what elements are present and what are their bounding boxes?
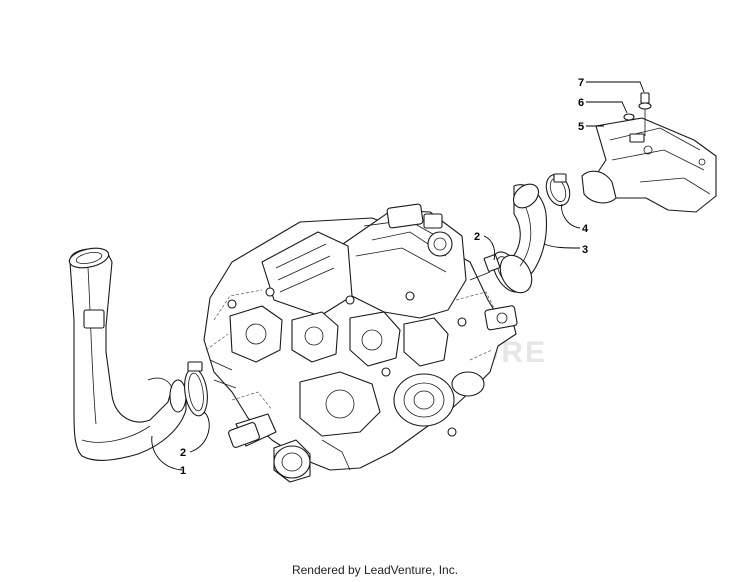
callout-1: 1 [180, 465, 186, 477]
callout-5: 5 [578, 121, 584, 133]
part-7-bolt [638, 92, 652, 136]
leader-1 [151, 435, 183, 471]
part-2-hose-clamp-lower [184, 361, 208, 417]
part-6-washer [623, 113, 635, 121]
leader-2-upper [483, 235, 496, 261]
part-1-intake-duct [68, 247, 187, 462]
footer-credit: Rendered by LeadVenture, Inc. [291, 563, 459, 577]
leader-4 [561, 203, 581, 229]
callout-6: 6 [578, 97, 584, 109]
part-3-intake-boot [499, 183, 548, 294]
leader-6 [586, 101, 628, 114]
engine-assembly [203, 203, 518, 483]
leader-lines [151, 81, 645, 471]
callout-7: 7 [578, 77, 584, 89]
callout-3: 3 [582, 244, 588, 256]
callout-2-lower: 2 [180, 447, 186, 459]
part-4-hose-clamp [545, 173, 571, 207]
leader-7 [586, 81, 645, 93]
leader-2-lower [189, 411, 210, 453]
part-5-air-box [581, 117, 717, 213]
callout-labels: 1 2 2 3 4 5 6 7 [180, 77, 589, 477]
callout-2-upper: 2 [474, 231, 480, 243]
callout-4: 4 [582, 223, 589, 235]
leader-3 [543, 243, 581, 249]
